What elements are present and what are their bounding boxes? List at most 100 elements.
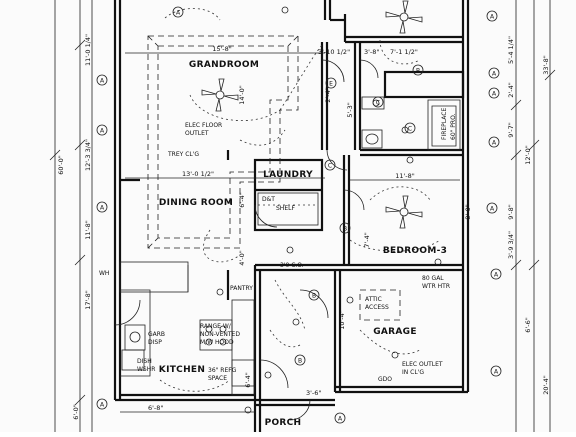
dim-left-11-8: 11'-8" xyxy=(84,220,92,240)
room-label-dining: DINING ROOM xyxy=(159,198,233,208)
label-elec-outlet: OUTLET xyxy=(185,130,209,137)
dim-v-2-4: 2'-4" xyxy=(324,87,332,102)
dim-left-12-3: 12'-3 3/4" xyxy=(84,139,92,171)
label-wh: WH xyxy=(99,270,109,277)
trey-ceiling-outline xyxy=(147,35,299,249)
exterior-walls xyxy=(113,0,470,402)
dim-right-9-8: 9'-8" xyxy=(507,204,515,219)
ceiling-fan xyxy=(201,78,239,112)
fireplace xyxy=(427,99,461,151)
dim-right-33-8: 33'-8" xyxy=(542,55,550,75)
label-wtr-htr-2: WTR HTR xyxy=(422,283,450,290)
label-wtr-htr-1: 80 GAL xyxy=(422,275,444,282)
door-tag: B xyxy=(312,293,316,300)
grid-marker: A xyxy=(490,206,495,213)
door-tag: C xyxy=(408,126,412,133)
label-shelf-2: SHELF xyxy=(276,205,295,212)
grid-marker: A xyxy=(100,78,105,85)
dim-v-10-4: 10'-4" xyxy=(338,310,346,330)
door-tag: B xyxy=(298,358,302,365)
room-label-kitchen: KITCHEN xyxy=(159,365,205,375)
dim-right-12-0: 12'-0" xyxy=(524,145,532,165)
dim-v-4-0: 4'-0" xyxy=(238,250,246,265)
electrical-fixtures xyxy=(216,6,442,414)
label-pantry: PANTRY xyxy=(230,285,253,292)
ceiling-fan xyxy=(385,0,423,34)
dim-left-6-0: 6'-0" xyxy=(72,404,80,419)
dim-v-6-4a: 6'-4" xyxy=(238,192,246,207)
dim-top-c: 7'-1 1/2" xyxy=(390,48,418,56)
room-label-grandroom: GRANDROOM xyxy=(189,60,259,70)
label-gdo: GDO xyxy=(378,376,392,383)
wiring-lines xyxy=(159,8,441,392)
label-co: 3'0 C.O. xyxy=(280,262,304,269)
label-garb-2: DISP xyxy=(148,339,162,346)
grid-marker: A xyxy=(176,10,181,17)
dim-left-60-0: 60'-0" xyxy=(57,155,65,175)
dim-left-17-8: 17'-8" xyxy=(84,290,92,310)
room-label-porch: PORCH xyxy=(265,418,302,428)
dim-grand-width: 15'-8" xyxy=(212,45,232,53)
dim-left-11-0: 11'-0 1/4" xyxy=(84,34,92,66)
dim-v-14-0: 14'-0" xyxy=(238,85,246,105)
room-label-garage: GARAGE xyxy=(373,327,417,337)
right-dimension-lines xyxy=(510,0,556,432)
dim-bed3-width: 11'-8" xyxy=(395,172,415,180)
door-tag: C xyxy=(376,100,380,107)
label-attic-1: ATTIC xyxy=(365,296,382,303)
dim-porch-a: 6'-8" xyxy=(148,404,163,412)
grid-markers: A A A A A A A A A A A A A xyxy=(96,6,502,424)
label-range-3: M/W HOOD xyxy=(200,339,234,346)
label-range-1: RANGE W/ xyxy=(200,323,232,330)
label-shelf-1: D&T xyxy=(262,196,275,203)
grid-marker: A xyxy=(492,71,497,78)
dim-dining-width: 13'-0 1/2" xyxy=(182,170,214,178)
door-tag: B xyxy=(416,68,420,75)
door-tags: B B B C C C E B xyxy=(294,64,424,366)
dim-v-8-0: 8'-0" xyxy=(464,204,472,219)
ceiling-fan xyxy=(385,195,423,229)
grid-marker: A xyxy=(100,128,105,135)
label-elec-clg-1: ELEC OUTLET xyxy=(402,361,443,368)
label-trey-clg: TREY CL'G xyxy=(167,151,199,158)
dim-v-6-4b: 6'-4" xyxy=(244,372,252,387)
dim-v-5-3: 5'-3" xyxy=(346,102,354,117)
dim-right-6-6: 6'-6" xyxy=(524,317,532,332)
label-refg-2: SPACE xyxy=(208,375,227,382)
bath-fixtures xyxy=(257,96,385,226)
grid-marker: A xyxy=(338,416,343,423)
dim-v-7-4: 7'-4" xyxy=(363,232,371,247)
label-attic-2: ACCESS xyxy=(365,304,389,311)
dim-right-2-4: 2'-4" xyxy=(507,82,515,97)
room-label-bedroom3: BEDROOM-3 xyxy=(383,246,447,256)
label-dish-1: DISH xyxy=(137,358,152,365)
grid-marker: A xyxy=(492,140,497,147)
grid-marker: A xyxy=(494,369,499,376)
grid-marker: A xyxy=(100,402,105,409)
label-elec-floor: ELEC FLOOR xyxy=(185,122,222,129)
label-range-2: NON-VENTED xyxy=(200,331,240,338)
grid-marker: A xyxy=(494,272,499,279)
door-tag: E xyxy=(329,81,333,88)
label-dish-2: WSHR xyxy=(137,366,155,373)
dim-top-a: 3'-10 1/2" xyxy=(318,48,350,56)
dim-right-9-7: 9'-7" xyxy=(507,122,515,137)
attic-access-outline xyxy=(359,289,401,321)
grid-marker: A xyxy=(492,91,497,98)
kitchen-counters xyxy=(119,261,255,396)
dim-right-3-9: 3'-9 3/4" xyxy=(507,231,515,259)
door-swings xyxy=(114,59,379,421)
grid-marker: A xyxy=(100,205,105,212)
door-tag: B xyxy=(343,226,347,233)
interior-walls xyxy=(120,14,465,432)
room-label-laundry: LAUNDRY xyxy=(263,170,313,180)
label-garb-1: GARB xyxy=(148,331,165,338)
door-tag: C xyxy=(328,163,332,170)
dim-right-5-4: 5'-4 1/4" xyxy=(507,36,515,64)
label-refg-1: 36" REFG xyxy=(208,367,237,374)
dim-top-b: 3'-8" xyxy=(364,48,379,56)
label-elec-clg-2: IN CL'G xyxy=(402,369,424,376)
label-fireplace-pro: 60" PRO. xyxy=(450,113,457,140)
